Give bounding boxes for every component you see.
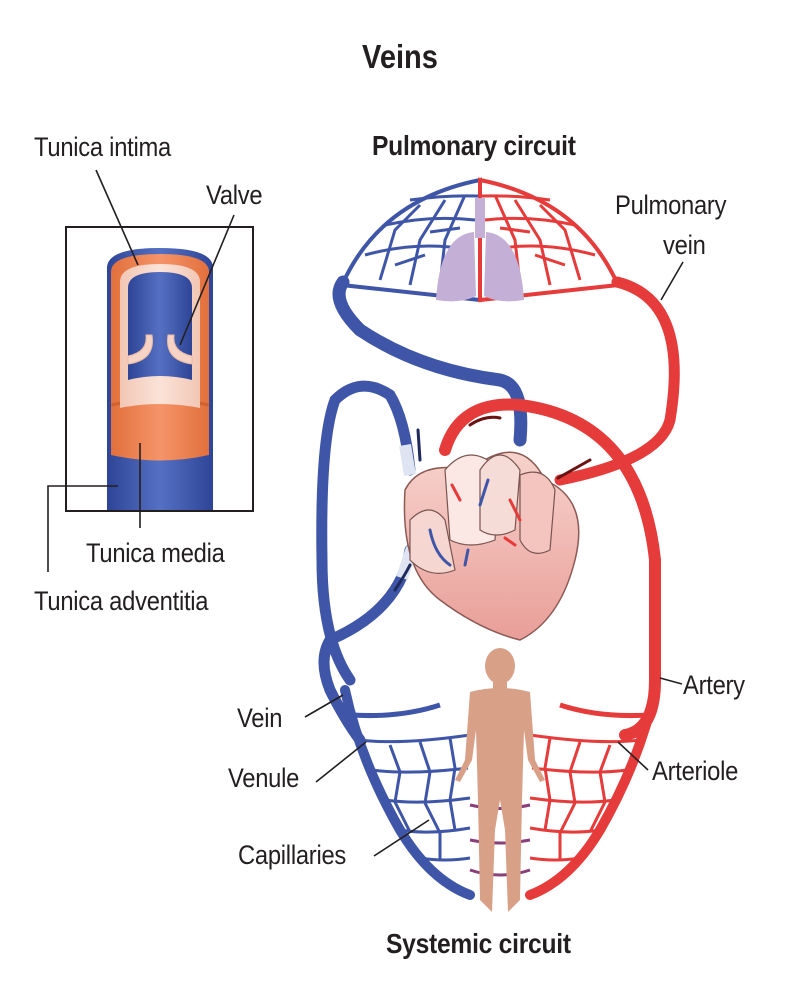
valve-cusp-left — [127, 334, 153, 365]
vein-cross-section — [47, 169, 254, 572]
vein-lumen — [128, 272, 192, 380]
label-pulmonary-vein-line1: Pulmonary — [615, 190, 727, 220]
leader-tunica-adventitia — [47, 485, 118, 572]
diagram-title: Veins — [362, 38, 438, 75]
leader-venule — [315, 741, 367, 783]
leader-arteriole — [617, 741, 649, 771]
pulmonary-artery — [332, 275, 528, 447]
leader-tunica-intima — [95, 169, 139, 266]
human-body-icon — [455, 648, 545, 912]
valve-cusp-right — [167, 334, 193, 365]
systemic-artery — [525, 685, 660, 900]
systemic-capillary-bed — [340, 648, 660, 912]
heart-icon — [393, 415, 592, 641]
systemic-vein — [340, 685, 475, 900]
label-tunica-media: Tunica media — [86, 538, 225, 568]
leader-pulmonary-vein — [660, 261, 684, 301]
label-tunica-adventitia: Tunica adventitia — [34, 586, 209, 616]
label-systemic-circuit: Systemic circuit — [386, 928, 571, 959]
leader-vein — [304, 694, 344, 718]
label-tunica-intima: Tunica intima — [34, 132, 171, 162]
inset-frame — [65, 226, 254, 512]
leader-artery — [659, 677, 683, 685]
lungs-icon — [436, 198, 524, 302]
label-pulmonary-circuit: Pulmonary circuit — [372, 130, 576, 161]
label-venule: Venule — [228, 763, 300, 793]
label-arteriole: Arteriole — [652, 756, 739, 786]
leader-capillaries — [373, 819, 430, 857]
label-capillaries: Capillaries — [238, 840, 347, 870]
label-valve: Valve — [206, 180, 263, 210]
pulmonary-capillary-bed — [339, 177, 621, 303]
label-pulmonary-vein-line2: vein — [663, 230, 706, 260]
label-artery: Artery — [683, 670, 745, 700]
leader-valve — [179, 214, 235, 346]
inferior-vena-cava — [318, 544, 416, 746]
label-vein: Vein — [237, 703, 283, 733]
vena-cava-loop — [316, 380, 416, 686]
